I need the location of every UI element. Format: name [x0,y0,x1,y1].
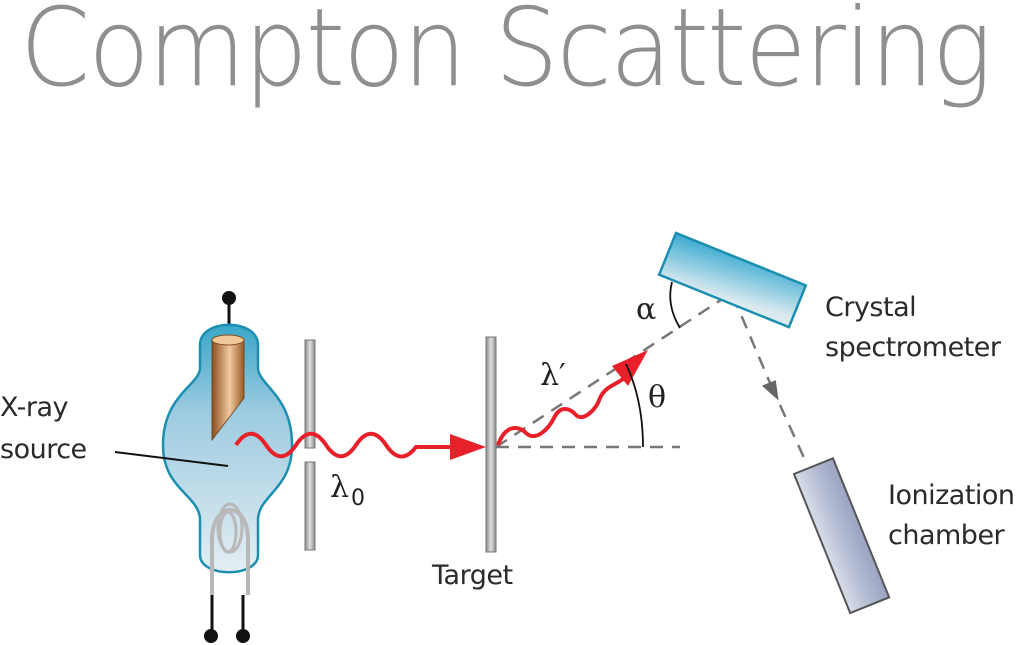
collimator-upper [304,339,316,449]
lambda-prime-label: λ′ [540,358,566,393]
incident-photon-wave [234,431,455,459]
alpha-arc [669,281,681,329]
label-ionization-line2: chamber [888,520,1005,551]
label-ionization-line1: Ionization [888,480,1015,511]
page-title: Compton Scattering [20,0,992,111]
xray-tube [161,291,294,643]
lambda0-label: λ0 [330,470,366,511]
ionization-chamber [792,456,891,615]
source-pointer [114,451,229,467]
dashed-paths [495,292,807,461]
incident-arrow [450,434,486,460]
terminal-top [222,291,236,305]
label-xray-line1: X-ray [0,392,69,423]
label-xray-line2: source [0,434,87,465]
theta-label: θ [648,380,667,415]
target-plate [485,336,497,553]
collimator-lower [304,461,316,551]
label-crystal-line2: spectrometer [825,332,1001,363]
label-crystal-line1: Crystal [825,292,917,323]
tube-envelope [161,323,294,574]
filament [210,502,250,595]
arrow-to-chamber [761,380,779,401]
scattered-photon-wave [496,376,626,446]
alpha-label: α [636,292,657,327]
theta-arc [625,363,644,448]
crystal-spectrometer [657,231,808,329]
scattered-arrow [612,350,648,386]
label-target: Target [432,560,513,591]
